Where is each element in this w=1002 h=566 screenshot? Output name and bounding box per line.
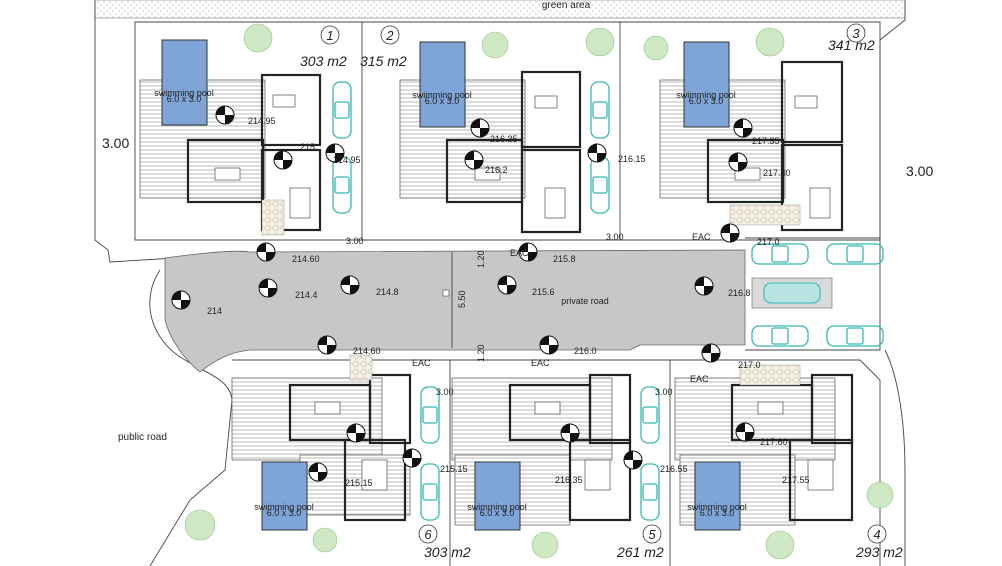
curve-left [149, 269, 233, 566]
eac-label: EAC [510, 248, 529, 258]
plot-area: 303 m2 [424, 544, 471, 560]
dimension-label: 3.00 [606, 232, 624, 242]
svg-text:215: 215 [300, 142, 315, 152]
house-1: swimming pool 6.0 x 3.0 [139, 39, 352, 236]
house-5: swimming pool 6.0 x 3.0 [451, 373, 660, 531]
svg-text:215.8: 215.8 [553, 254, 576, 264]
svg-text:217.35: 217.35 [752, 136, 780, 146]
svg-text:6.0 x 3.0: 6.0 x 3.0 [167, 94, 202, 104]
svg-text:216.35: 216.35 [555, 475, 583, 485]
svg-text:217.0: 217.0 [757, 237, 780, 247]
svg-text:3: 3 [852, 26, 860, 41]
svg-text:216.2: 216.2 [485, 165, 508, 175]
road-center-marker [442, 289, 450, 297]
elevation-labels: 214.95 215 214.95 216.35 216.2 216.15 21… [207, 116, 810, 488]
eac-label: EAC [690, 374, 709, 384]
svg-text:216.15: 216.15 [618, 154, 646, 164]
house-2: swimming pool 6.0 x 3.0 [399, 41, 610, 234]
plot-area: 293 m2 [855, 544, 903, 560]
dimension-label: 3.00 [906, 163, 933, 179]
site-boundary-left [94, 0, 176, 263]
svg-text:swimming pool: swimming pool [154, 88, 214, 98]
svg-text:214.60: 214.60 [292, 254, 320, 264]
svg-text:6.0 x 3.0: 6.0 x 3.0 [700, 508, 735, 518]
curve-right [884, 349, 906, 566]
svg-text:6: 6 [424, 527, 432, 542]
plot-3-boundary [620, 21, 881, 241]
eac-label: EAC [412, 358, 431, 368]
dimension-label: 5.50 [457, 290, 467, 308]
parking-boundary [745, 237, 881, 351]
dimension-label: 3.00 [102, 135, 129, 151]
dimension-label: 3.00 [436, 387, 454, 397]
svg-text:215.15: 215.15 [345, 478, 373, 488]
dimension-label: 3.00 [655, 387, 673, 397]
eac-label: EAC [692, 232, 711, 242]
svg-text:2: 2 [385, 28, 394, 43]
plot-2-boundary [362, 21, 621, 241]
house-6: swimming pool 6.0 x 3.0 [231, 354, 440, 531]
eac-label: EAC [531, 358, 550, 368]
svg-text:216.35: 216.35 [490, 134, 518, 144]
parking-cars [751, 243, 884, 347]
house-4: swimming pool 6.0 x 3.0 [674, 364, 854, 531]
green-area-strip [94, 0, 906, 19]
svg-text:217.0: 217.0 [738, 360, 761, 370]
svg-text:214.8: 214.8 [376, 287, 399, 297]
svg-text:swimming pool: swimming pool [412, 90, 472, 100]
svg-text:6.0 x 3.0: 6.0 x 3.0 [425, 96, 460, 106]
svg-text:216.0: 216.0 [574, 346, 597, 356]
svg-text:214.95: 214.95 [333, 155, 361, 165]
svg-text:215.6: 215.6 [532, 287, 555, 297]
green-area-label: green area [542, 0, 591, 11]
svg-text:6.0 x 3.0: 6.0 x 3.0 [480, 508, 515, 518]
plot-numbers: 1 2 3 4 5 6 [320, 23, 887, 544]
svg-text:214.95: 214.95 [248, 116, 276, 126]
svg-text:swimming pool: swimming pool [687, 502, 747, 512]
public-road-label: public road [118, 432, 167, 443]
house-3: swimming pool 6.0 x 3.0 [659, 41, 844, 232]
svg-text:swimming pool: swimming pool [467, 502, 527, 512]
plot-area: 341 m2 [828, 37, 875, 53]
plot-area: 303 m2 [300, 53, 347, 69]
trees [184, 23, 894, 560]
svg-text:1: 1 [326, 28, 333, 43]
svg-text:6.0 x 3.0: 6.0 x 3.0 [267, 508, 302, 518]
svg-text:216.8: 216.8 [728, 288, 751, 298]
svg-text:217.55: 217.55 [782, 475, 810, 485]
svg-text:swimming pool: swimming pool [676, 90, 736, 100]
dimension-label: 3.00 [346, 236, 364, 246]
dimension-label: 1.20 [476, 344, 486, 362]
dimension-label: 1.20 [476, 250, 486, 268]
svg-text:swimming pool: swimming pool [254, 502, 314, 512]
svg-text:4: 4 [873, 527, 880, 542]
svg-text:214.4: 214.4 [295, 290, 318, 300]
plot-area: 315 m2 [360, 53, 407, 69]
svg-text:217.60: 217.60 [760, 437, 788, 447]
site-boundary-right [879, 0, 906, 240]
plot-4-boundary [670, 359, 881, 566]
svg-text:5: 5 [648, 527, 656, 542]
svg-text:215.15: 215.15 [440, 464, 468, 474]
plot-area: 261 m2 [616, 544, 664, 560]
svg-text:216.55: 216.55 [660, 464, 688, 474]
svg-text:6.0 x 3.0: 6.0 x 3.0 [689, 96, 724, 106]
svg-text:214: 214 [207, 306, 222, 316]
svg-text:217.40: 217.40 [763, 168, 791, 178]
private-road-label: private road [561, 296, 609, 306]
private-road [164, 249, 746, 373]
svg-text:214.60: 214.60 [353, 346, 381, 356]
